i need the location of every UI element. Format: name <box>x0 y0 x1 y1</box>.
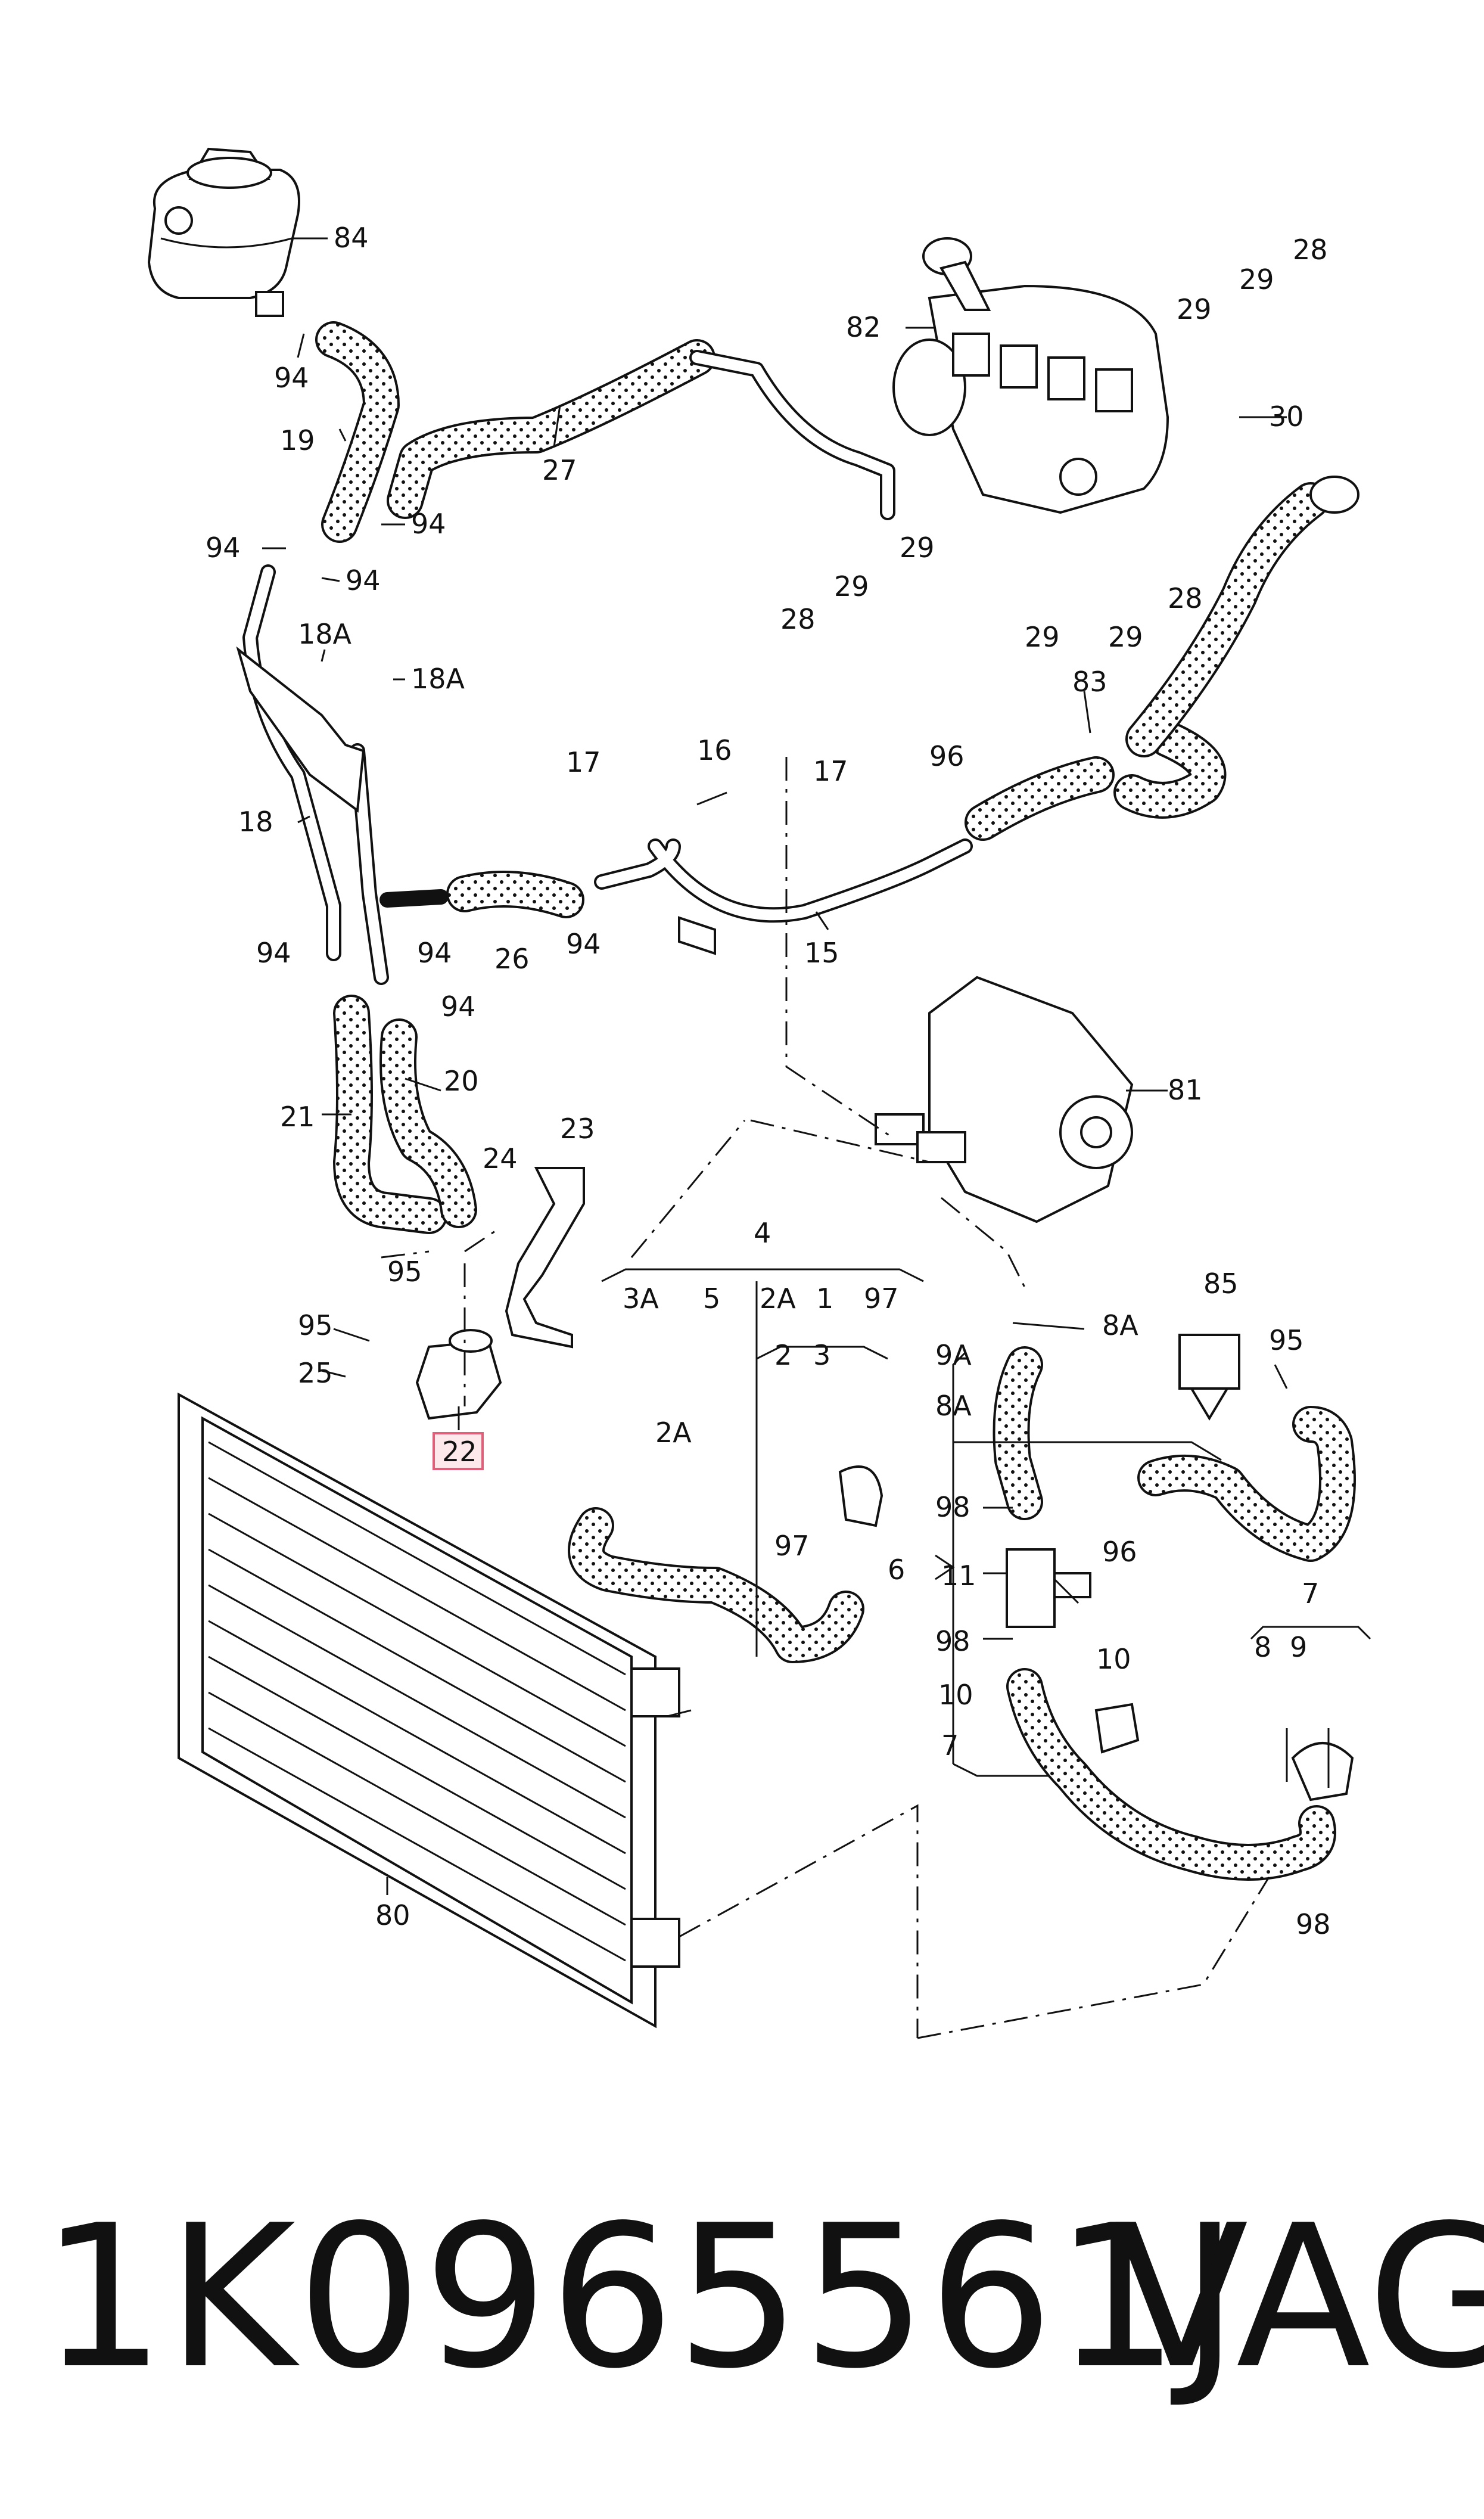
callout-17: 17 <box>813 755 848 787</box>
callout-8A: 8A <box>1102 1309 1138 1341</box>
callout-16: 16 <box>697 734 732 766</box>
callout-4: 4 <box>754 1217 771 1249</box>
callout-94: 94 <box>566 928 601 960</box>
callout-29: 29 <box>900 532 935 564</box>
callout-98: 98 <box>935 1491 970 1523</box>
callout-94: 94 <box>346 564 381 597</box>
turbocharger <box>892 237 1169 514</box>
callout-29: 29 <box>1177 293 1212 325</box>
hose-26 <box>379 871 584 918</box>
callout-83: 83 <box>1072 666 1107 698</box>
callout-95: 95 <box>387 1256 422 1288</box>
group-brackets <box>601 1268 1371 1777</box>
callout-80: 80 <box>375 1899 410 1931</box>
callout-94: 94 <box>441 990 476 1023</box>
callout-15: 15 <box>804 937 839 969</box>
callout-95: 95 <box>298 1309 333 1341</box>
callout-17: 17 <box>566 746 601 778</box>
hose-7 <box>1006 1668 1354 1881</box>
callout-7: 7 <box>941 1729 959 1762</box>
brand-name: VAG <box>1114 2183 1484 2412</box>
callout-81: 81 <box>1168 1074 1203 1106</box>
callout-2A: 2A <box>655 1417 692 1449</box>
part-number: 1K0965561J <box>41 2183 1240 2412</box>
pipe-15 <box>594 838 973 955</box>
expansion-tank <box>147 147 300 317</box>
radiator-fins <box>208 1441 626 1962</box>
callout-82: 82 <box>846 311 881 343</box>
callout-26: 26 <box>494 943 530 975</box>
callout-3A: 3A <box>623 1282 659 1315</box>
callout-2A: 2A <box>760 1282 796 1315</box>
connector-10 <box>1094 1703 1140 1754</box>
callout-9: 9 <box>1290 1631 1307 1663</box>
hose-27 <box>387 339 895 520</box>
callout-18A: 18A <box>298 618 352 650</box>
callout-20: 20 <box>444 1065 479 1097</box>
callout-29: 29 <box>1239 263 1274 296</box>
callout-96: 96 <box>1102 1536 1137 1568</box>
callout-85: 85 <box>1203 1268 1239 1300</box>
hose-6 <box>993 1346 1356 1562</box>
reference-lines <box>381 757 1270 2039</box>
callout-10: 10 <box>938 1679 973 1711</box>
callout-27: 27 <box>542 454 577 486</box>
callout-94: 94 <box>274 362 309 394</box>
callout-labels: 84 94 19 94 94 94 18A 18A 18 27 82 28 29… <box>206 222 1331 1940</box>
callout-94: 94 <box>206 532 241 564</box>
callout-10: 10 <box>1096 1643 1131 1675</box>
callout-96: 96 <box>929 740 965 772</box>
callout-28: 28 <box>1293 234 1328 266</box>
callout-97: 97 <box>864 1282 899 1315</box>
callout-6: 6 <box>888 1554 905 1586</box>
hose-83 <box>965 476 1359 841</box>
callout-11: 11 <box>941 1560 976 1592</box>
callout-9A: 9A <box>935 1339 972 1371</box>
callout-29: 29 <box>1108 621 1143 653</box>
parts-diagram: 84 94 19 94 94 94 18A 18A 18 27 82 28 29… <box>147 147 1371 2039</box>
callout-98: 98 <box>1296 1908 1331 1940</box>
callout-23: 23 <box>560 1113 595 1145</box>
callout-21: 21 <box>280 1101 315 1133</box>
callout-30: 30 <box>1269 400 1304 433</box>
callout-94: 94 <box>411 508 446 540</box>
callout-8: 8 <box>1254 1631 1271 1663</box>
callout-24: 24 <box>483 1142 518 1175</box>
hose-20 <box>379 1018 477 1228</box>
highlight-box-22 <box>433 1432 484 1470</box>
callout-29: 29 <box>834 570 869 602</box>
leader-lines <box>262 237 1330 1895</box>
callout-94: 94 <box>417 937 452 969</box>
callout-2: 2 <box>774 1339 792 1371</box>
callout-28: 28 <box>780 603 816 635</box>
aux-pump <box>415 1167 585 1420</box>
pipe-18 <box>236 564 389 985</box>
callout-22: 22 <box>442 1436 477 1468</box>
callout-3: 3 <box>813 1339 830 1371</box>
callout-95: 95 <box>1269 1324 1304 1356</box>
callout-18: 18 <box>238 806 273 838</box>
callout-1: 1 <box>816 1282 833 1315</box>
callout-7: 7 <box>1302 1577 1319 1610</box>
callout-97: 97 <box>774 1530 810 1562</box>
water-pump <box>875 976 1134 1223</box>
valve-85 <box>1178 1334 1240 1421</box>
callout-94: 94 <box>256 937 291 969</box>
callout-84: 84 <box>334 222 369 254</box>
callout-29: 29 <box>1025 621 1060 653</box>
hose-4 <box>568 1465 883 1663</box>
hose-21 <box>333 995 447 1234</box>
callout-8A: 8A <box>935 1390 972 1422</box>
hose-19 <box>315 321 400 543</box>
callout-98: 98 <box>935 1625 970 1657</box>
callout-19: 19 <box>280 424 315 456</box>
callout-5: 5 <box>703 1282 720 1315</box>
callout-28: 28 <box>1168 582 1203 614</box>
callout-18A: 18A <box>411 663 465 695</box>
callout-25: 25 <box>298 1357 333 1389</box>
tee-11 <box>1006 1548 1091 1628</box>
radiator <box>178 1392 680 2029</box>
